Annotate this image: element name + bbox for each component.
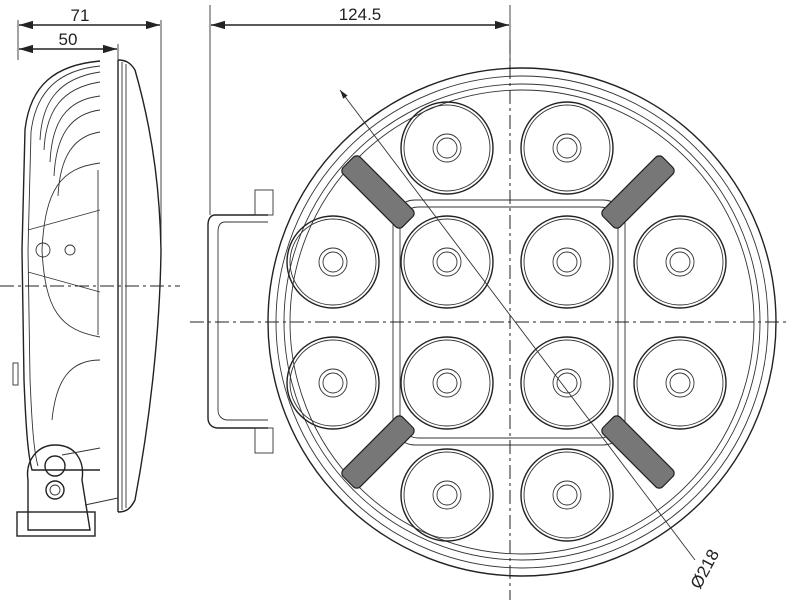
led-group	[286, 101, 727, 542]
diameter-label: Ø218	[687, 546, 723, 592]
led-reflector	[400, 215, 494, 309]
position-light	[601, 155, 675, 229]
position-light	[341, 415, 415, 489]
diameter-leader	[339, 89, 696, 561]
position-light	[341, 155, 415, 229]
led-reflector	[633, 215, 727, 309]
mount-hole-icon	[35, 242, 51, 258]
led-reflector	[520, 101, 614, 195]
led-reflector	[400, 336, 494, 430]
led-reflector	[286, 336, 380, 430]
dimension-label-50: 50	[59, 30, 78, 49]
position-light-group	[341, 155, 675, 489]
led-reflector	[286, 215, 380, 309]
mount-bracket	[26, 444, 91, 531]
led-reflector	[400, 101, 494, 195]
position-light	[601, 415, 675, 489]
led-reflector	[400, 448, 494, 542]
dimension-label-124-5: 124.5	[339, 5, 382, 24]
led-reflector	[520, 336, 614, 430]
side-view: 71 50	[0, 6, 180, 537]
led-reflector	[520, 215, 614, 309]
led-reflector	[520, 448, 614, 542]
housing-recess	[41, 162, 101, 338]
led-reflector	[633, 336, 727, 430]
front-view: 124.5 Ø218	[190, 5, 790, 600]
dimension-label-71: 71	[71, 6, 90, 25]
bracket-bolt-icon	[44, 455, 66, 477]
housing-back-outline	[21, 60, 101, 471]
lens-profile	[117, 59, 162, 513]
